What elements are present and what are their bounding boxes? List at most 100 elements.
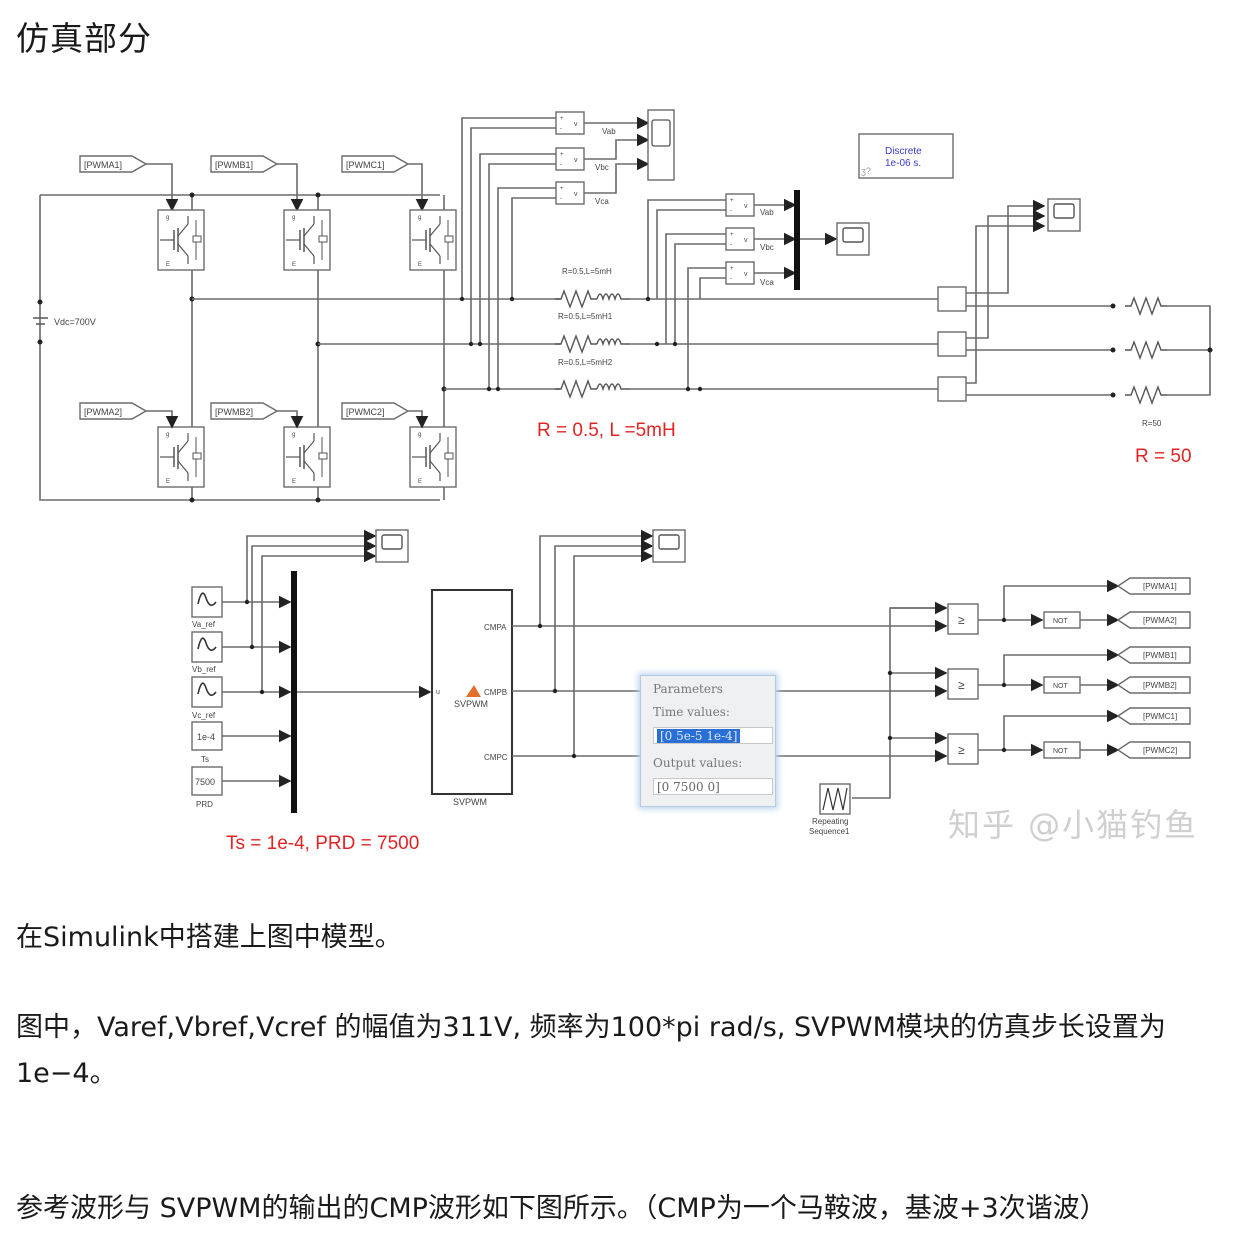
- constant-ts[interactable]: 1e-4 Ts: [191, 721, 223, 764]
- time-values-input[interactable]: [0 5e-5 1e-4]: [653, 727, 773, 744]
- sine-source-vc-ref[interactable]: Vc_ref: [191, 676, 223, 720]
- paragraph-2: 图中，Varef,Vbref,Vcref 的幅值为311V, 频率为100*pi…: [16, 1012, 1166, 1089]
- load-annotation: R = 50: [1135, 446, 1192, 467]
- rl-branch-c[interactable]: [554, 380, 630, 398]
- current-meas-c: [937, 376, 967, 402]
- matlab-icon: [466, 685, 481, 697]
- mux-bar-2: [291, 571, 297, 813]
- svg-text:1e-4: 1e-4: [197, 732, 215, 742]
- constant-prd[interactable]: 7500 PRD: [191, 766, 223, 809]
- scope-1[interactable]: [647, 109, 675, 181]
- svg-text:R=0.5,L=5mH1: R=0.5,L=5mH1: [558, 312, 613, 321]
- from-tag-pwma1[interactable]: [PWMA1]: [1116, 577, 1191, 595]
- voltage-meas-vab-1[interactable]: [555, 111, 585, 135]
- svpwm-block[interactable]: u CMPA CMPB CMPC SVPWM SVPWM: [431, 589, 513, 807]
- scope-2[interactable]: [836, 222, 870, 256]
- svg-text:[PWMC2]: [PWMC2]: [1143, 746, 1177, 755]
- svg-text:R=0.5,L=5mH: R=0.5,L=5mH: [562, 267, 612, 276]
- repeating-sequence-block[interactable]: Repeating Sequence1: [809, 783, 851, 836]
- svg-text:SVPWM: SVPWM: [453, 797, 487, 807]
- rl-branch-b[interactable]: [554, 335, 630, 353]
- svg-text:CMPC: CMPC: [484, 753, 508, 762]
- voltage-meas-vbc-2[interactable]: [725, 227, 755, 251]
- voltage-meas-vbc-1[interactable]: [555, 147, 585, 171]
- current-meas-a: [937, 286, 967, 312]
- from-tag-pwmb1[interactable]: [PWMB1]: [1116, 646, 1191, 664]
- svg-text:Vca: Vca: [595, 197, 609, 206]
- svg-text:Ts: Ts: [201, 755, 209, 764]
- time-values-label: Time values:: [653, 705, 730, 719]
- rl-annotation: R = 0.5, L =5mH: [537, 420, 676, 441]
- svg-text:7500: 7500: [195, 777, 215, 787]
- svg-text:Vbc: Vbc: [595, 163, 609, 172]
- ts-annotation: Ts = 1e-4, PRD = 7500: [226, 833, 419, 854]
- not-b[interactable]: NOT: [1043, 676, 1081, 694]
- dc-source-label: Vdc=700V: [54, 317, 96, 327]
- svg-text:R=0.5,L=5mH2: R=0.5,L=5mH2: [558, 358, 613, 367]
- scope-cmp[interactable]: [652, 529, 686, 563]
- svg-text:ʒ?: ʒ?: [861, 166, 871, 176]
- scope-3[interactable]: [1047, 198, 1081, 232]
- goto-tag-pwmb1[interactable]: [PWMB1]: [210, 155, 304, 212]
- load-resistor-b: [1124, 341, 1168, 359]
- compare-a[interactable]: ≥: [947, 603, 979, 635]
- goto-tag-pwma1[interactable]: [PWMA1]: [79, 155, 179, 212]
- svg-text:NOT: NOT: [1053, 748, 1069, 755]
- svg-text:Discrete: Discrete: [885, 146, 922, 157]
- svg-text:[PWMB1]: [PWMB1]: [215, 160, 253, 170]
- svg-text:≥: ≥: [958, 743, 965, 757]
- repeating-sequence-parameters-dialog: Parameters Time values: [0 5e-5 1e-4] Ou…: [640, 675, 776, 807]
- voltage-measurement-group-2: Vab Vbc Vca: [645, 190, 870, 392]
- comparator-section: ≥ ≥ ≥ NOT NOT NOT [PWMA1] [PWMA2] [PWMB1…: [947, 577, 1191, 765]
- output-values-input[interactable]: [0 7500 0]: [653, 778, 773, 795]
- powergui-block[interactable]: Discrete 1e-06 s. ʒ?: [858, 133, 954, 179]
- svg-text:1e-06 s.: 1e-06 s.: [885, 158, 921, 169]
- paragraph-3: 参考波形与 SVPWM的输出的CMP波形如下图所示。（CMP为一个马鞍波，基波+…: [16, 1193, 1107, 1224]
- compare-b[interactable]: ≥: [947, 668, 979, 700]
- voltage-meas-vab-2[interactable]: [725, 193, 755, 217]
- svg-text:[PWMC1]: [PWMC1]: [1143, 712, 1177, 721]
- rl-branches: R=0.5,L=5mH R=0.5,L=5mH1 R=0.5,L=5mH2 R …: [537, 267, 676, 441]
- svg-text:CMPB: CMPB: [484, 688, 507, 697]
- igbt-c-lower[interactable]: [409, 426, 457, 488]
- svg-text:[PWMC1]: [PWMC1]: [346, 160, 385, 170]
- svg-text:u: u: [436, 689, 440, 696]
- sine-source-va-ref[interactable]: Va_ref: [191, 586, 223, 629]
- igbt-a-upper[interactable]: [157, 209, 205, 271]
- igbt-a-lower[interactable]: [157, 426, 205, 488]
- output-values-label: Output values:: [653, 756, 743, 770]
- svg-text:[PWMB2]: [PWMB2]: [1143, 681, 1177, 690]
- goto-tag-pwmb2[interactable]: [PWMB2]: [210, 402, 304, 429]
- dc-bus: Vdc=700V: [33, 194, 440, 501]
- svg-text:[PWMB2]: [PWMB2]: [215, 407, 253, 417]
- reference-sources: Va_ref Vb_ref Vc_ref 1e-4 Ts 7500 PRD: [191, 529, 432, 854]
- from-tag-pwmc2[interactable]: [PWMC2]: [1116, 741, 1191, 759]
- not-a[interactable]: NOT: [1043, 611, 1081, 629]
- igbt-c-upper[interactable]: [409, 209, 457, 271]
- current-meas-b: [937, 331, 967, 357]
- not-c[interactable]: NOT: [1043, 741, 1081, 759]
- paragraph-1: 在Simulink中搭建上图中模型。: [16, 922, 402, 953]
- rl-branch-a[interactable]: [554, 290, 630, 308]
- voltage-measurement-group-1: Vab Vbc Vca: [459, 109, 675, 392]
- compare-c[interactable]: ≥: [947, 733, 979, 765]
- bottom-goto-tags: [PWMA2] [PWMB2] [PWMC2]: [79, 402, 429, 429]
- mux-bar-1: [794, 190, 800, 290]
- from-tag-pwmc1[interactable]: [PWMC1]: [1116, 707, 1191, 725]
- svg-text:CMPA: CMPA: [484, 623, 507, 632]
- igbt-b-upper[interactable]: [283, 209, 331, 271]
- igbt-b-lower[interactable]: [283, 426, 331, 488]
- svg-text:SVPWM: SVPWM: [454, 699, 488, 709]
- section-heading: 仿真部分: [16, 19, 152, 58]
- svg-text:NOT: NOT: [1053, 683, 1069, 690]
- voltage-meas-vca-2[interactable]: [725, 261, 755, 285]
- goto-tag-pwma2[interactable]: [PWMA2]: [79, 402, 179, 429]
- svg-text:≥: ≥: [958, 678, 965, 692]
- voltage-meas-vca-1[interactable]: [555, 181, 585, 205]
- from-tag-pwma2[interactable]: [PWMA2]: [1116, 611, 1191, 629]
- goto-tag-pwmc1[interactable]: [PWMC1]: [341, 155, 429, 212]
- sine-source-vb-ref[interactable]: Vb_ref: [191, 631, 223, 674]
- scope-ref[interactable]: [375, 529, 409, 563]
- from-tag-pwmb2[interactable]: [PWMB2]: [1116, 676, 1191, 694]
- goto-tag-pwmc2[interactable]: [PWMC2]: [341, 402, 429, 429]
